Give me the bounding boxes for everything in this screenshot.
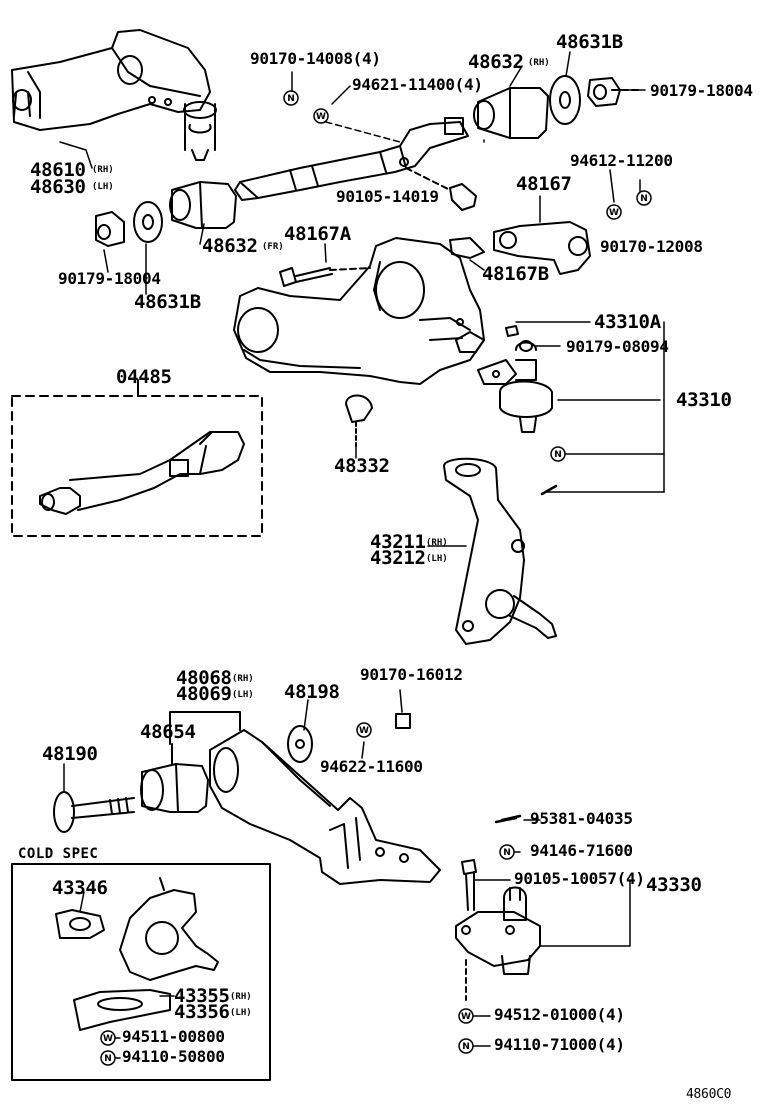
label-nut-90179-08094[interactable]: 90179-08094 xyxy=(566,337,669,356)
svg-text:W: W xyxy=(316,112,326,122)
label-knuckle-43212[interactable]: 43212 xyxy=(370,547,426,569)
label-knuckle-43211[interactable]: 43211 xyxy=(370,531,426,553)
svg-text:N: N xyxy=(462,1042,470,1052)
leader-lines xyxy=(59,51,665,1059)
label-cold-nut-94110-50800[interactable]: 94110-50800 xyxy=(122,1047,225,1066)
label-bolt-43310a[interactable]: 43310A xyxy=(594,311,661,333)
label-nut-94110-71000[interactable]: 94110-71000(4) xyxy=(494,1035,625,1054)
label-bushing-48632-rh[interactable]: 48632 xyxy=(468,51,524,73)
nut-marker-icon: N xyxy=(550,446,566,462)
lower-control-arm xyxy=(209,729,441,885)
washer-marker-icon: W xyxy=(313,108,329,124)
washer-marker-icon: W xyxy=(100,1030,116,1046)
label-washer-94612-11200[interactable]: 94612-11200 xyxy=(570,151,673,170)
label-nut-90179-18004-top[interactable]: 90179-18004 xyxy=(650,81,753,100)
upper-bushing-rh xyxy=(473,75,641,139)
label-stopper-48167a[interactable]: 48167A xyxy=(284,223,351,245)
lower-ball-joint xyxy=(455,816,541,1001)
label-retainer-48631b-top[interactable]: 48631B xyxy=(556,31,623,53)
stopper-48167 xyxy=(449,221,591,275)
bolt-48190 xyxy=(53,791,135,833)
suffix-rh: (RH) xyxy=(232,674,254,684)
steering-knuckle xyxy=(443,457,557,645)
svg-text:N: N xyxy=(104,1054,112,1064)
label-washer-94621-11400[interactable]: 94621-11400(4) xyxy=(352,75,483,94)
suffix-rh: (RH) xyxy=(92,165,114,175)
label-cold-43346[interactable]: 43346 xyxy=(52,877,108,899)
svg-text:W: W xyxy=(461,1012,471,1022)
suffix-fr: (FR) xyxy=(262,242,284,252)
washer-marker-icon: W xyxy=(356,722,372,738)
lower-bushing xyxy=(140,711,241,813)
label-cam-plate-48198[interactable]: 48198 xyxy=(284,681,340,703)
svg-text:N: N xyxy=(640,194,648,204)
suffix-rh: (RH) xyxy=(528,58,550,68)
label-upper-arm-lh[interactable]: 48630 xyxy=(30,176,86,198)
svg-text:N: N xyxy=(554,450,562,460)
label-bolt-90105-14019[interactable]: 90105-14019 xyxy=(336,187,439,206)
bolt-48167a xyxy=(279,267,371,287)
nut-marker-icon: N xyxy=(636,190,652,206)
nut-marker-icon: N xyxy=(499,844,515,860)
label-ball-joint-43330[interactable]: 43330 xyxy=(646,874,702,896)
label-nut-90179-18004-left[interactable]: 90179-18004 xyxy=(58,269,161,288)
upper-arm-shaft xyxy=(234,117,469,201)
nut-marker-icon: N xyxy=(283,90,299,106)
suffix-lh: (LH) xyxy=(92,182,114,192)
label-upper-arm-rh[interactable]: 48610 xyxy=(30,159,86,181)
upper-control-arm xyxy=(11,29,217,161)
label-retainer-48631b-left[interactable]: 48631B xyxy=(134,291,201,313)
bumper-48332 xyxy=(345,394,373,447)
label-bolt-90105-10057[interactable]: 90105-10057(4) xyxy=(514,869,645,888)
svg-text:W: W xyxy=(359,726,369,736)
cam-plate-48198 xyxy=(287,713,411,763)
label-bolt-48190[interactable]: 48190 xyxy=(42,743,98,765)
upper-bushing-fr xyxy=(95,181,237,247)
label-cold-43356[interactable]: 43356 xyxy=(174,1001,230,1023)
upper-arm-bracket xyxy=(233,237,485,385)
label-ball-joint-43310[interactable]: 43310 xyxy=(676,389,732,411)
label-cold-43355[interactable]: 43355 xyxy=(174,985,230,1007)
label-bushing-48632-fr[interactable]: 48632 xyxy=(202,235,258,257)
label-lower-arm-48069[interactable]: 48069 xyxy=(176,683,232,705)
suffix-rh: (RH) xyxy=(230,992,252,1002)
label-bushing-48654[interactable]: 48654 xyxy=(140,721,196,743)
upper-ball-joint xyxy=(477,325,553,433)
svg-text:W: W xyxy=(103,1034,113,1044)
label-nut-90170-16012[interactable]: 90170-16012 xyxy=(360,665,463,684)
bolt-14019 xyxy=(405,167,477,211)
suffix-rh: (RH) xyxy=(426,538,448,548)
label-nut-94146-71600[interactable]: 94146-71600 xyxy=(530,841,633,860)
svg-text:N: N xyxy=(503,848,511,858)
nut-marker-icon: N xyxy=(100,1050,116,1066)
label-stopper-48167b[interactable]: 48167B xyxy=(482,263,549,285)
kit-04485-box xyxy=(11,379,263,537)
label-cotter-95381-04035[interactable]: 95381-04035 xyxy=(530,809,633,828)
washer-marker-icon: W xyxy=(606,204,622,220)
suffix-lh: (LH) xyxy=(232,690,254,700)
label-bumper-48332[interactable]: 48332 xyxy=(334,455,390,477)
label-kit-04485[interactable]: 04485 xyxy=(116,366,172,388)
svg-text:N: N xyxy=(287,94,295,104)
nut-marker-icon: N xyxy=(458,1038,474,1054)
label-bolt-90170-14008[interactable]: 90170-14008(4) xyxy=(250,49,381,68)
label-part-48167[interactable]: 48167 xyxy=(516,173,572,195)
label-lower-arm-48068[interactable]: 48068 xyxy=(176,667,232,689)
label-nut-90170-12008[interactable]: 90170-12008 xyxy=(600,237,703,256)
label-washer-94622-11600[interactable]: 94622-11600 xyxy=(320,757,423,776)
figure-code: 4860C0 xyxy=(686,1087,732,1102)
suffix-lh: (LH) xyxy=(230,1008,252,1018)
svg-text:W: W xyxy=(609,208,619,218)
cold-spec-box xyxy=(11,863,271,1081)
washer-marker-icon: W xyxy=(458,1008,474,1024)
label-washer-94512-01000[interactable]: 94512-01000(4) xyxy=(494,1005,625,1024)
label-cold-washer-94511-00800[interactable]: 94511-00800 xyxy=(122,1027,225,1046)
cold-spec-title: COLD SPEC xyxy=(18,846,99,862)
suffix-lh: (LH) xyxy=(426,554,448,564)
